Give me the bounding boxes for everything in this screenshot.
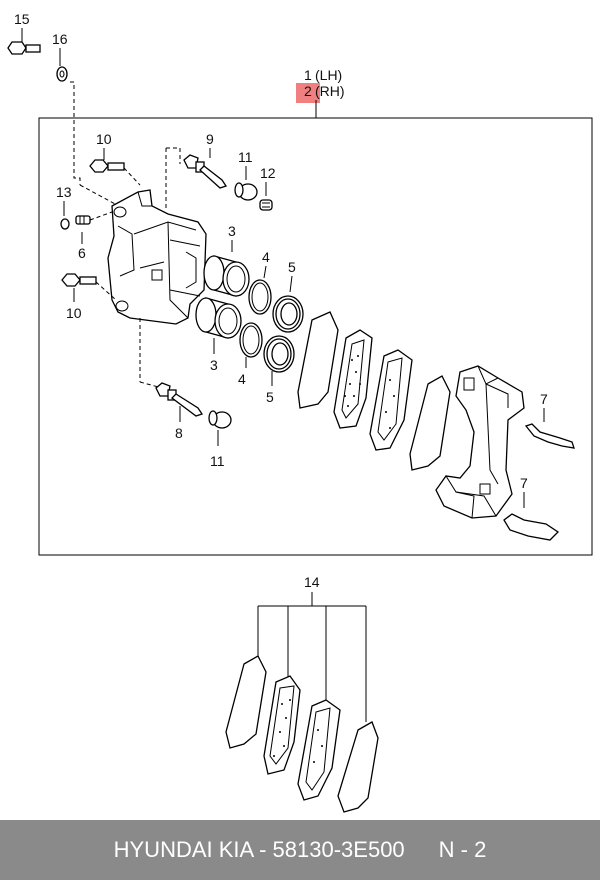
kit-pad-friction-1 — [263, 675, 301, 775]
part-number-text: HYUNDAI KIA - 58130-3E500 — [113, 837, 405, 862]
bleeder-12 — [259, 199, 273, 211]
kit-pad-backing-plate-2 — [337, 721, 379, 813]
callout-3-lower: 3 — [210, 357, 218, 373]
bolt-10-upper — [89, 159, 125, 173]
seal-4-upper — [248, 279, 272, 315]
callout-7-upper: 7 — [540, 391, 548, 407]
bolt-10-lower — [61, 273, 97, 287]
boot-11-upper — [234, 182, 258, 201]
bleeder-screw-6 — [75, 215, 91, 225]
brake-caliper-exploded-diagram: 1 (LH) 2 (RH) 15 16 10 9 11 12 — [7, 11, 593, 813]
callout-7-lower: 7 — [520, 475, 528, 491]
pad-backing-plate-2 — [409, 375, 451, 471]
guide-pin-9 — [183, 154, 228, 189]
callout-4-lower: 4 — [238, 371, 246, 387]
callout-2: 2 — [304, 83, 312, 99]
bolt-15 — [7, 41, 41, 55]
callout-6: 6 — [78, 245, 86, 261]
callout-15: 15 — [14, 11, 30, 27]
piston-3-lower — [195, 297, 242, 339]
shim-7-upper — [524, 423, 575, 449]
footer-bar: HYUNDAI KIA - 58130-3E500 N - 2 — [0, 820, 600, 880]
callout-10-upper: 10 — [96, 131, 112, 147]
dust-boot-5-lower — [263, 335, 295, 373]
callout-1: 1 — [304, 67, 312, 83]
kit-pad-backing-plate-1 — [225, 655, 267, 749]
callout-1-side: (LH) — [315, 67, 342, 83]
part-2-highlight — [296, 83, 320, 103]
caliper-housing — [107, 189, 207, 325]
callout-13: 13 — [56, 184, 72, 200]
washer-16 — [56, 66, 68, 82]
callout-2-side: (RH) — [315, 83, 345, 99]
caliper-bracket — [435, 365, 525, 519]
assembly-frame — [38, 117, 593, 556]
callout-11-lower: 11 — [210, 453, 225, 469]
pad-backing-plate-1 — [297, 311, 339, 409]
piston-3-upper — [203, 255, 250, 297]
seal-4-lower — [239, 322, 263, 358]
guide-pin-8 — [155, 382, 204, 417]
callout-16: 16 — [52, 31, 68, 47]
callout-8: 8 — [175, 425, 183, 441]
callout-12: 12 — [260, 165, 276, 181]
cap-13 — [60, 218, 70, 230]
pad-friction-2 — [369, 349, 413, 451]
callout-14: 14 — [304, 574, 320, 590]
kit-pad-friction-2 — [297, 699, 341, 801]
callout-5-upper: 5 — [288, 259, 296, 275]
boot-11-lower — [208, 410, 232, 429]
callout-5-lower: 5 — [266, 389, 274, 405]
page-number-text: N - 2 — [438, 837, 487, 862]
shim-7-lower — [503, 513, 560, 541]
callout-9: 9 — [206, 131, 214, 147]
callout-3-upper: 3 — [228, 223, 236, 239]
callout-4-upper: 4 — [262, 249, 270, 265]
callout-11-upper: 11 — [238, 149, 253, 165]
pad-friction-1 — [333, 329, 373, 429]
dust-boot-5-upper — [272, 295, 304, 333]
callout-10-lower: 10 — [66, 305, 82, 321]
